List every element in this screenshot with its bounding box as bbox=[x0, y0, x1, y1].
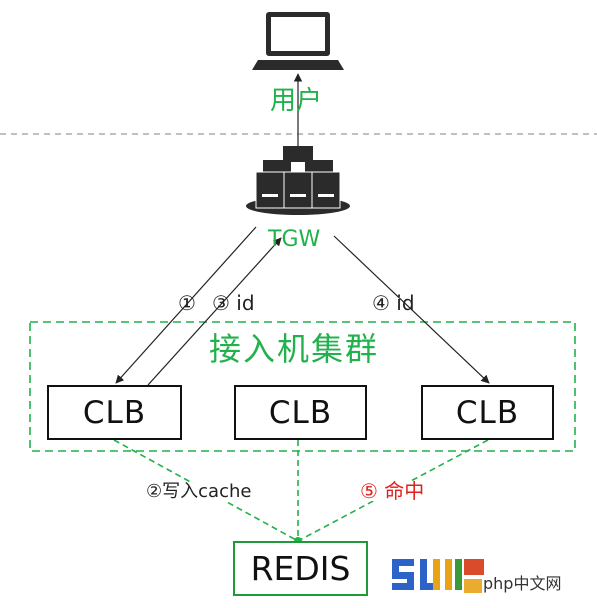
server-cluster-icon bbox=[246, 146, 350, 215]
step5-label: ⑤ 命中 bbox=[360, 479, 425, 503]
laptop-icon bbox=[252, 12, 344, 70]
watermark-brand: php中文网 bbox=[483, 574, 562, 593]
redis-node: REDIS bbox=[233, 541, 368, 596]
cluster-label: 接入机集群 bbox=[207, 330, 382, 368]
arrow-step1 bbox=[115, 226, 257, 384]
clb-node-3: CLB bbox=[421, 385, 554, 440]
clb-node-2: CLB bbox=[234, 385, 367, 440]
arrow-step4 bbox=[333, 235, 490, 384]
php-cn-logo bbox=[392, 559, 484, 593]
arrow-step3 bbox=[147, 237, 282, 386]
step2-label: ②写入cache bbox=[146, 481, 252, 502]
step3-label: ③ id bbox=[212, 291, 255, 315]
step1-label: ① bbox=[178, 291, 196, 315]
clb-node-1: CLB bbox=[47, 385, 182, 440]
redis-link-right bbox=[297, 439, 489, 542]
step4-label: ④ id bbox=[372, 291, 415, 315]
user-label: 用户 bbox=[270, 86, 323, 116]
tgw-label: TGW bbox=[268, 227, 321, 252]
